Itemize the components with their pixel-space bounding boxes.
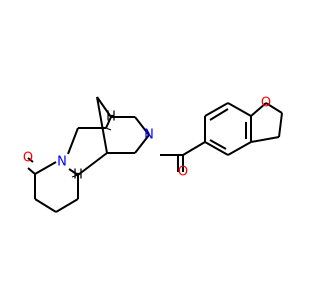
dihydrofuran-ring bbox=[250, 102, 283, 143]
structure-canvas: O N N O O H H bbox=[23, 96, 283, 213]
atom-label-amide-nitrogen: N bbox=[144, 128, 154, 143]
bond bbox=[71, 174, 79, 178]
bond bbox=[134, 134, 150, 154]
bond bbox=[68, 168, 79, 176]
bond bbox=[250, 102, 267, 117]
bond bbox=[27, 157, 34, 163]
atom-labels: O N N O O H H bbox=[23, 96, 271, 183]
bond bbox=[134, 116, 150, 136]
bond bbox=[27, 167, 36, 175]
bond bbox=[227, 102, 252, 117]
molecule-drawing: O N N O O H H bbox=[23, 96, 283, 213]
bond bbox=[55, 198, 79, 213]
bond bbox=[209, 108, 229, 121]
bond bbox=[204, 102, 229, 117]
bond bbox=[227, 141, 252, 156]
bond bbox=[105, 127, 112, 131]
bicyclic-cage bbox=[67, 96, 150, 176]
bond bbox=[250, 136, 280, 143]
bond bbox=[105, 116, 112, 129]
stereo-hashed-wedges bbox=[71, 127, 112, 178]
atom-label-carbonyl-oxygen: O bbox=[178, 165, 188, 180]
bond bbox=[204, 141, 229, 156]
bond bbox=[278, 112, 283, 138]
atom-label-ketone-oxygen: O bbox=[23, 151, 33, 166]
bond bbox=[182, 141, 206, 156]
bond bbox=[67, 127, 79, 155]
benzene-ring bbox=[204, 102, 252, 156]
bond bbox=[96, 96, 108, 154]
atom-label-ring-fusion-hydrogen: H bbox=[73, 168, 83, 183]
bond bbox=[265, 102, 283, 114]
bond bbox=[34, 198, 57, 213]
amide-group bbox=[160, 141, 206, 172]
bond bbox=[77, 152, 108, 176]
atom-label-lactam-nitrogen: N bbox=[57, 155, 67, 170]
lactam-ring bbox=[34, 161, 79, 213]
bond bbox=[96, 96, 112, 118]
bond bbox=[34, 161, 57, 175]
bond bbox=[209, 139, 227, 150]
atom-label-bridgehead-hydrogen: H bbox=[106, 110, 116, 125]
atom-label-furan-oxygen: O bbox=[261, 96, 271, 111]
ketone-double-bond bbox=[27, 157, 36, 175]
